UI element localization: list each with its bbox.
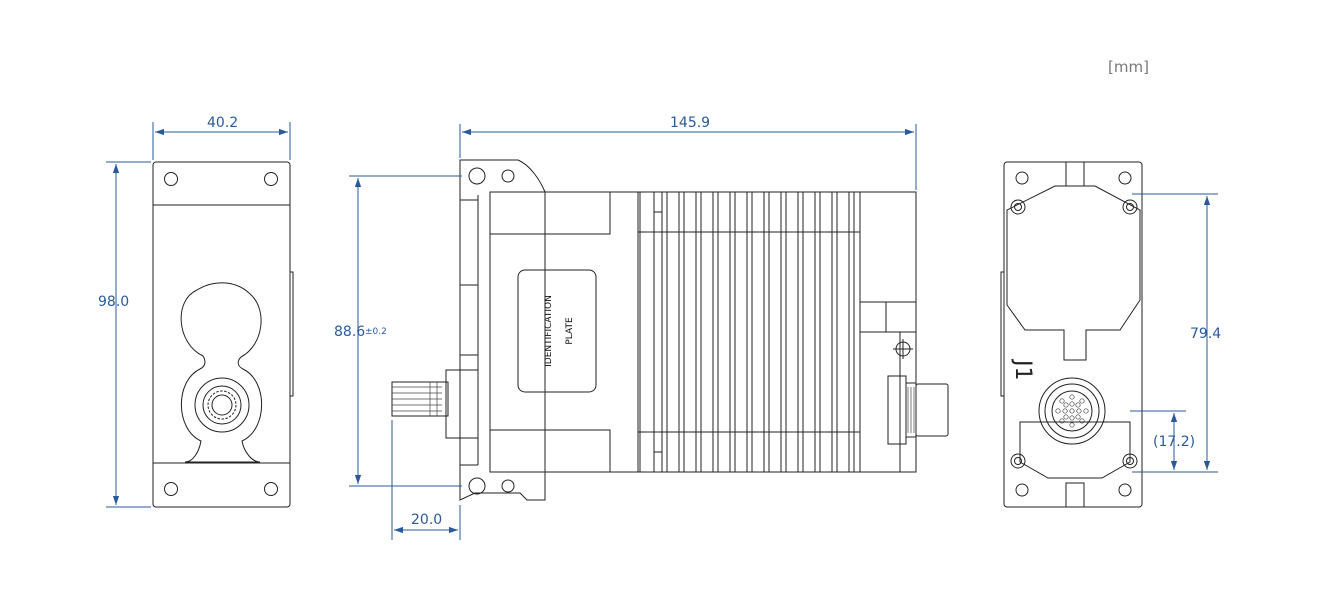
spline-length-value: 20.0 xyxy=(411,512,442,528)
side-length-dimension: 145.9 xyxy=(459,115,917,190)
connector-label: J1 xyxy=(1010,358,1035,381)
front-width-dimension: 40.2 xyxy=(152,115,291,160)
side-mount-height-value: 88.6 xyxy=(334,324,365,340)
side-mount-height-dimension: 88.6 ±0.2 xyxy=(334,175,462,487)
rear-mount-height-value: 79.4 xyxy=(1190,326,1221,342)
side-view: IDENTIFICATION PLATE xyxy=(391,159,949,501)
front-view xyxy=(152,161,294,508)
front-height-value: 98.0 xyxy=(98,294,129,310)
side-mount-height-tolerance: ±0.2 xyxy=(365,327,387,337)
connector-offset-dimension: (17.2) xyxy=(1130,410,1195,470)
front-height-dimension: 98.0 xyxy=(98,161,151,508)
plate-line2: PLATE xyxy=(565,317,575,345)
spline-length-dimension: 20.0 xyxy=(391,420,461,540)
rear-view: J1 xyxy=(1000,161,1143,508)
units-label: [mm] xyxy=(1108,58,1149,76)
front-width-value: 40.2 xyxy=(207,115,238,131)
plate-line1: IDENTIFICATION xyxy=(544,295,554,367)
side-length-value: 145.9 xyxy=(670,115,710,131)
rear-mount-height-dimension: 79.4 xyxy=(1132,193,1221,473)
connector-offset-value: (17.2) xyxy=(1153,434,1195,450)
connector-pins xyxy=(1055,394,1089,428)
